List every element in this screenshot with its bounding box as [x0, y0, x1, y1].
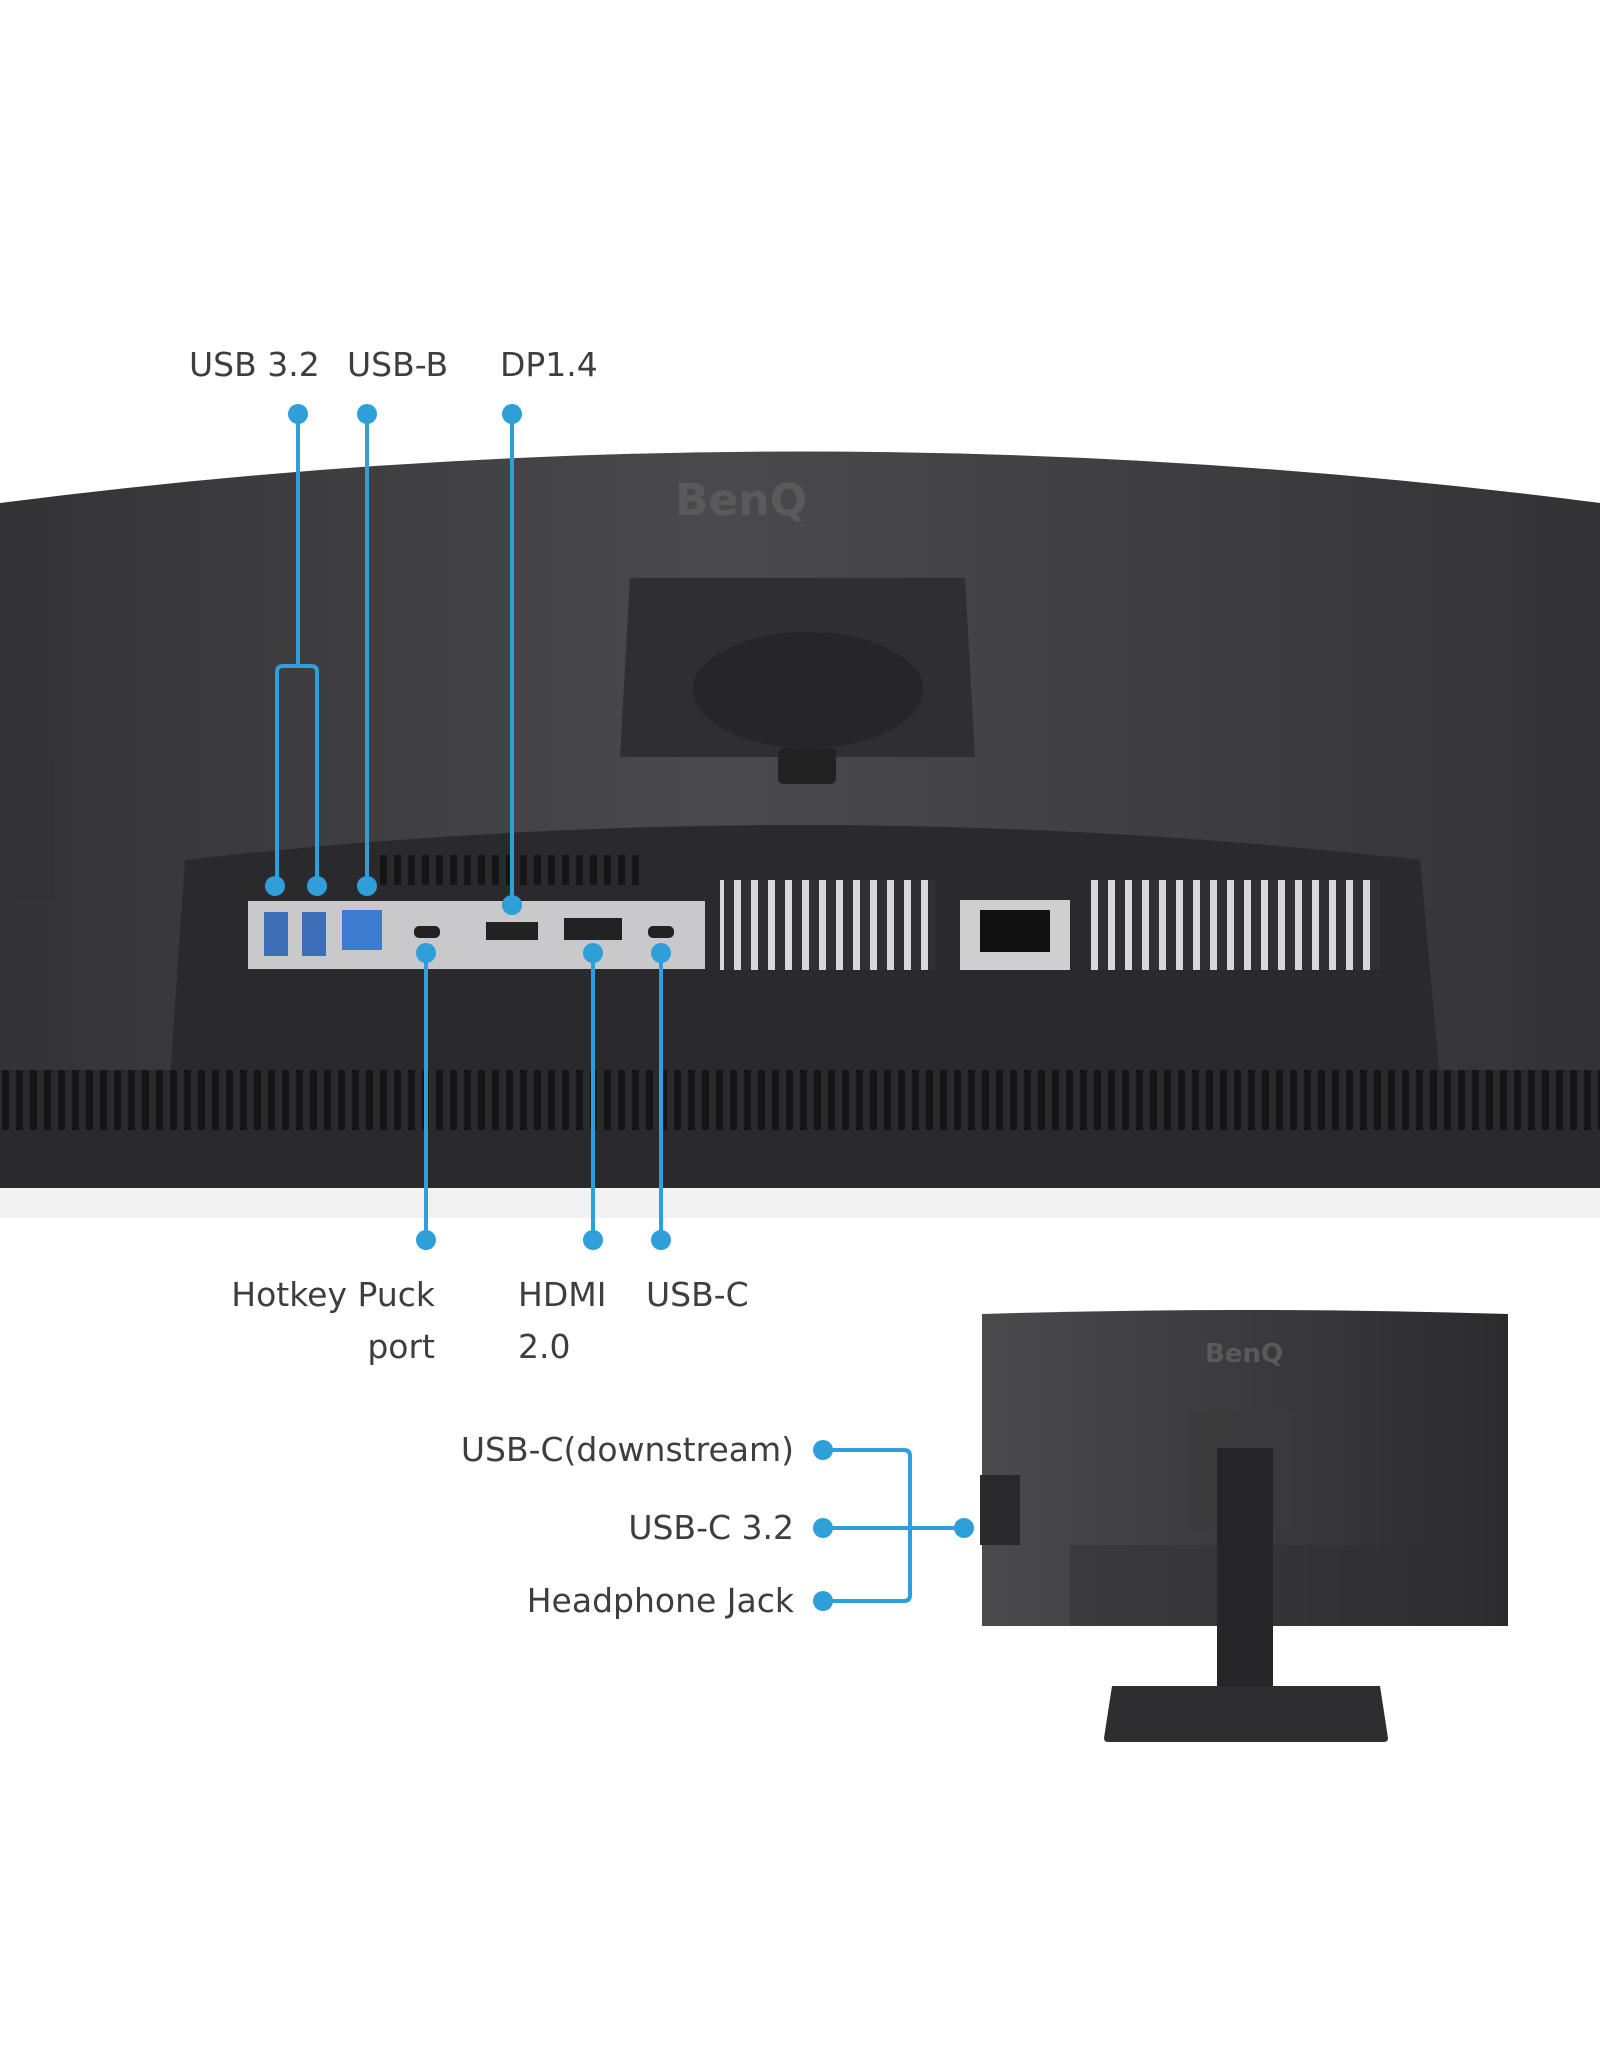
label-usbb: USB-B: [347, 345, 448, 384]
usb-a-port-1: [264, 912, 288, 956]
stand-base: [1104, 1686, 1388, 1742]
monitor-rear-view: BenQ: [980, 1310, 1508, 1742]
displayport-port: [564, 918, 622, 940]
label-dp14: DP1.4: [500, 345, 598, 384]
top-callouts: USB 3.2 USB-B DP1.4: [189, 345, 598, 915]
monitor-back-closeup: BenQ: [0, 451, 1600, 1218]
side-callouts: USB-C(downstream) USB-C 3.2 Headphone Ja…: [461, 1430, 974, 1620]
power-socket: [980, 910, 1050, 952]
usb-c-port: [648, 926, 674, 938]
hdmi-port: [486, 922, 538, 940]
benq-logo: BenQ: [675, 475, 807, 526]
stand-latch: [778, 748, 836, 784]
label-hotkey-port: port: [367, 1327, 435, 1366]
label-usbc: USB-C: [646, 1275, 749, 1314]
label-hdmi: HDMI: [518, 1275, 606, 1314]
side-port-panel: [980, 1475, 1020, 1545]
label-usb32: USB 3.2: [189, 345, 320, 384]
stand-socket: [693, 632, 923, 748]
hotkey-puck-port: [414, 926, 440, 938]
usb-b-port: [342, 910, 382, 950]
label-usbc-downstream: USB-C(downstream): [461, 1430, 794, 1469]
usb-a-port-2: [302, 912, 326, 956]
benq-logo-small: BenQ: [1205, 1339, 1283, 1369]
label-hotkey-puck: Hotkey Puck: [231, 1275, 436, 1314]
label-headphone-jack: Headphone Jack: [527, 1581, 795, 1620]
stand-neck: [1217, 1448, 1273, 1693]
label-hdmi-version: 2.0: [518, 1327, 570, 1366]
label-usbc32: USB-C 3.2: [628, 1508, 794, 1547]
bottom-callouts: Hotkey Puck port HDMI 2.0 USB-C: [231, 943, 749, 1366]
